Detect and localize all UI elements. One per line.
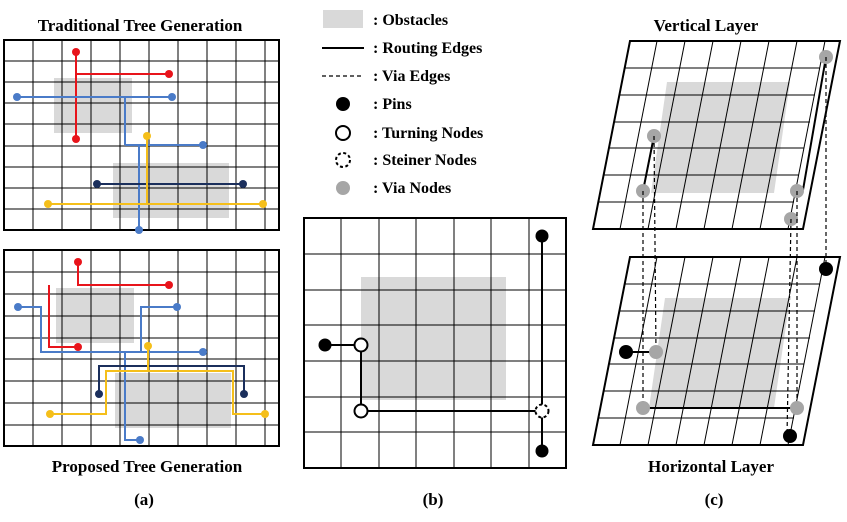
vertical-layer-label: Vertical Layer	[654, 16, 759, 35]
pin	[14, 303, 22, 311]
pin	[168, 93, 176, 101]
pin	[143, 132, 151, 140]
panel-c-caption: (c)	[705, 490, 724, 509]
pin	[199, 141, 207, 149]
net-yellow	[50, 346, 265, 415]
pin	[261, 410, 269, 418]
legend-label-obstacles: : Obstacles	[373, 12, 448, 29]
obstacle	[115, 373, 231, 428]
pin	[165, 281, 173, 289]
panel-b-grid	[303, 217, 567, 469]
obstacle-swatch	[323, 10, 363, 28]
pin	[783, 429, 797, 443]
pin	[259, 200, 267, 208]
pin	[46, 410, 54, 418]
pin	[619, 345, 633, 359]
net-blue	[17, 96, 203, 230]
legend: : Obstacles : Routing Edges : Via Edges …	[322, 10, 483, 197]
layer-border	[591, 40, 842, 230]
net-red	[75, 52, 169, 139]
panel-c: Vertical Layer	[591, 16, 842, 509]
pin	[74, 258, 82, 266]
via-node	[649, 345, 663, 359]
grid-border	[303, 217, 567, 469]
pin	[819, 262, 833, 276]
net-blue	[18, 306, 203, 441]
via-edges	[642, 57, 827, 437]
legend-label-via-edges: : Via Edges	[373, 68, 450, 85]
via-node	[636, 401, 650, 415]
net-yellow	[48, 136, 263, 205]
pin	[95, 390, 103, 398]
panel-a: Traditional Tree Generation	[3, 16, 280, 509]
pin	[72, 48, 80, 56]
grid-border	[3, 249, 280, 447]
via-node	[790, 401, 804, 415]
pin	[72, 135, 80, 143]
pin	[93, 180, 101, 188]
pin	[144, 342, 152, 350]
legend-label-turning-nodes: : Turning Nodes	[373, 125, 483, 142]
turning-node	[353, 337, 369, 353]
pin	[240, 390, 248, 398]
pin	[74, 343, 82, 351]
pin	[165, 70, 173, 78]
net-red	[48, 262, 169, 348]
via-node-dot	[336, 181, 350, 195]
horizontal-layer-label: Horizontal Layer	[648, 457, 775, 476]
pin	[135, 226, 143, 234]
pin	[535, 444, 549, 458]
net-navy	[98, 365, 245, 394]
legend-label-pins: : Pins	[373, 96, 412, 113]
steiner-node	[534, 403, 550, 419]
legend-label-steiner-nodes: : Steiner Nodes	[373, 152, 477, 169]
vertical-layer	[591, 40, 842, 230]
turning-node	[353, 403, 369, 419]
panel-a-top-title: Traditional Tree Generation	[38, 16, 243, 35]
steiner-node-circle	[335, 152, 351, 168]
pin	[13, 93, 21, 101]
pin	[136, 436, 144, 444]
obstacle	[361, 277, 506, 400]
pin	[44, 200, 52, 208]
pin	[239, 180, 247, 188]
pin-dot	[336, 97, 350, 111]
panel-b: : Obstacles : Routing Edges : Via Edges …	[303, 10, 567, 509]
obstacle	[651, 82, 790, 193]
pin	[173, 303, 181, 311]
panel-a-caption: (a)	[134, 490, 154, 509]
obstacle	[113, 163, 229, 218]
panel-b-caption: (b)	[423, 490, 444, 509]
layer-border	[591, 256, 842, 446]
panel-a-bottom-title: Proposed Tree Generation	[52, 457, 243, 476]
pin	[199, 348, 207, 356]
horizontal-layer	[591, 256, 842, 446]
turning-node-circle	[335, 125, 351, 141]
legend-label-via-nodes: : Via Nodes	[373, 180, 451, 197]
pin	[318, 338, 332, 352]
obstacle	[649, 298, 790, 408]
pin	[535, 229, 549, 243]
traditional-grid	[3, 39, 280, 234]
legend-label-routing-edges: : Routing Edges	[373, 40, 482, 57]
proposed-grid	[3, 249, 280, 447]
